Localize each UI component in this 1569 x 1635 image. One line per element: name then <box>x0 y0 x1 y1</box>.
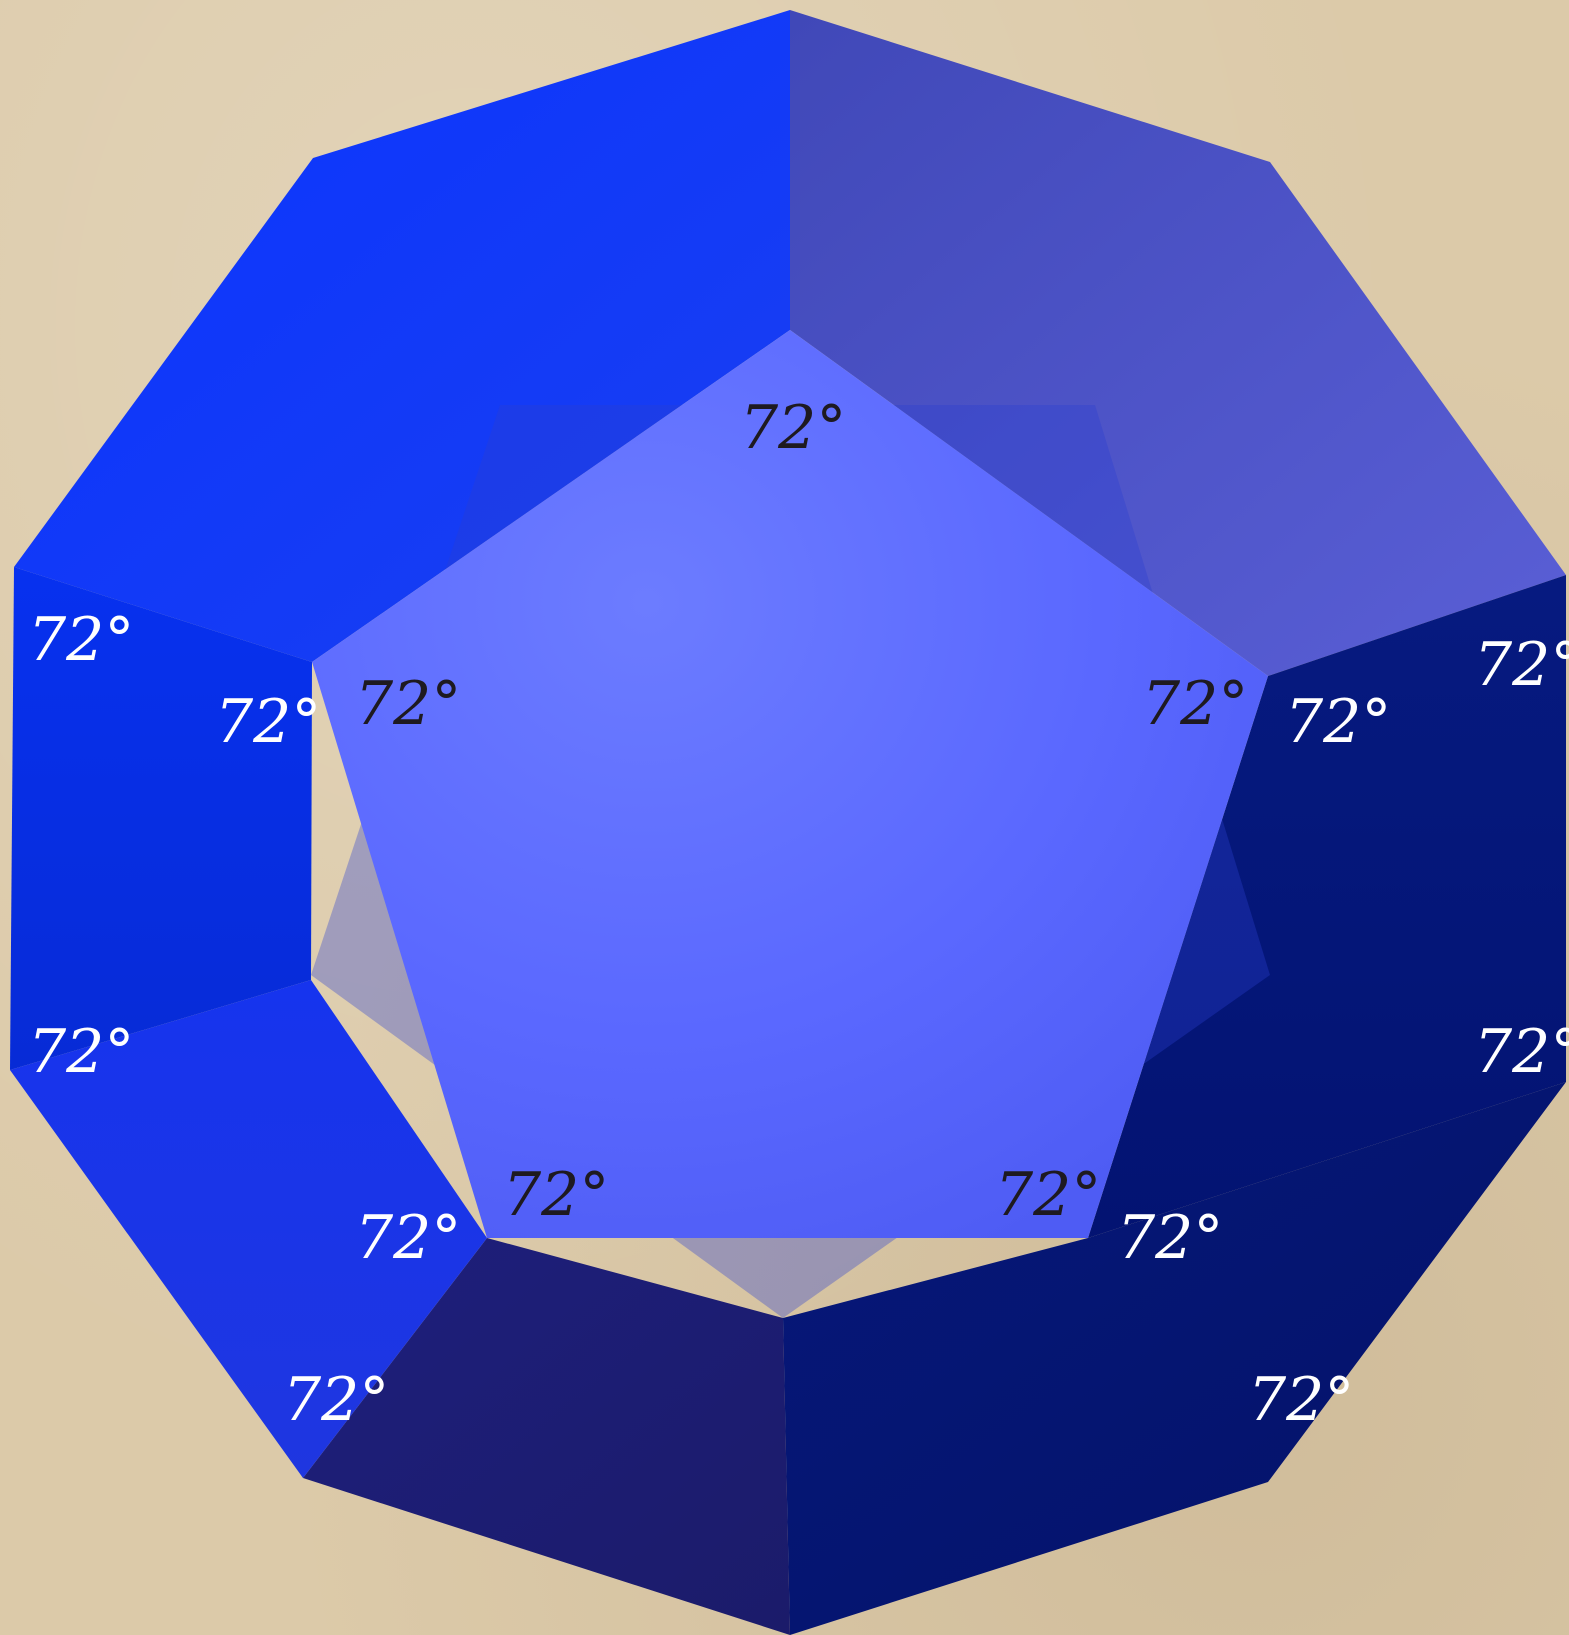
angle-label-inner-bottom-right: 72° <box>995 1160 1101 1230</box>
angle-label-inner-right: 72° <box>1142 669 1248 739</box>
angle-label-outer-left-upper: 72° <box>28 605 134 675</box>
angle-label-outer-bottom-left: 72° <box>283 1365 389 1435</box>
angle-label-inner-bottom-left: 72° <box>503 1160 609 1230</box>
face-top-left <box>14 10 790 662</box>
face-left <box>10 567 312 1070</box>
angle-label-outer-right-lower: 72° <box>1474 1017 1569 1087</box>
face-lower-left <box>10 980 487 1478</box>
face-top-right <box>790 10 1566 676</box>
angle-label-outer-bottom-right-inner: 72° <box>1117 1203 1223 1273</box>
angle-label-inner-left: 72° <box>355 669 461 739</box>
face-bottom-right <box>783 1082 1566 1635</box>
central-pentagon <box>312 330 1268 1238</box>
angle-label-outer-left-upper-inner: 72° <box>215 687 321 757</box>
face-right <box>1088 575 1566 1238</box>
angle-label-outer-left-lower: 72° <box>28 1017 134 1087</box>
angle-label-outer-right-upper: 72° <box>1474 630 1569 700</box>
angle-label-inner-top: 72° <box>740 393 846 463</box>
angle-label-outer-bottom-right: 72° <box>1248 1365 1354 1435</box>
angle-label-outer-right-upper-inner: 72° <box>1285 687 1391 757</box>
angle-label-outer-bottom-left-inner: 72° <box>355 1203 461 1273</box>
face-bottom-left <box>303 1238 790 1635</box>
